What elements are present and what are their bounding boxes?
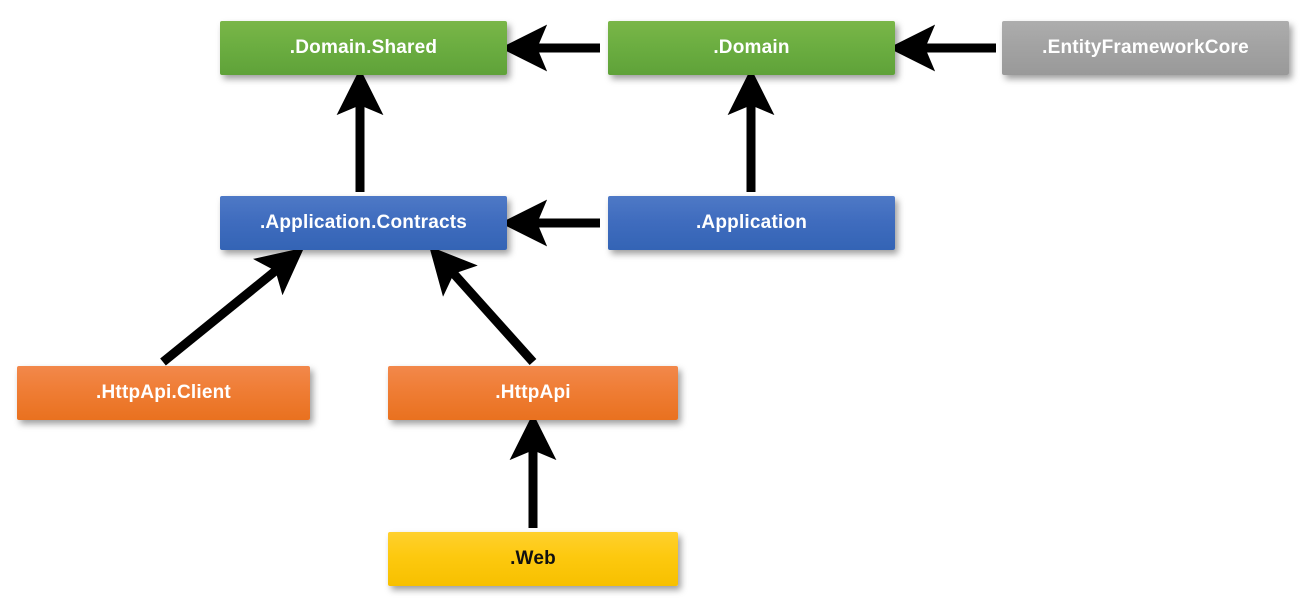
node-entity-framework-core[interactable]: .EntityFrameworkCore (1002, 21, 1289, 75)
node-label-entity-framework-core: .EntityFrameworkCore (1042, 37, 1249, 58)
node-label-domain-shared: .Domain.Shared (289, 37, 438, 58)
node-web[interactable]: .Web (388, 532, 678, 586)
node-httpapi-client[interactable]: .HttpApi.Client (17, 366, 310, 420)
node-label-domain: .Domain (713, 37, 790, 58)
node-application[interactable]: .Application (608, 196, 895, 250)
node-label-application: .Application (695, 212, 808, 233)
edge-httpapi-to-application-contracts (429, 246, 537, 366)
node-httpapi[interactable]: .HttpApi (388, 366, 678, 420)
node-domain-shared[interactable]: .Domain.Shared (220, 21, 507, 75)
node-application-contracts[interactable]: .Application.Contracts (220, 196, 507, 250)
node-label-httpapi-client: .HttpApi.Client (96, 382, 231, 403)
node-domain[interactable]: .Domain (608, 21, 895, 75)
node-label-httpapi: .HttpApi (495, 382, 571, 403)
node-label-web: .Web (510, 548, 556, 569)
node-label-application-contracts: .Application.Contracts (259, 212, 468, 233)
edge-httpapi-client-to-application-contracts (160, 247, 305, 366)
